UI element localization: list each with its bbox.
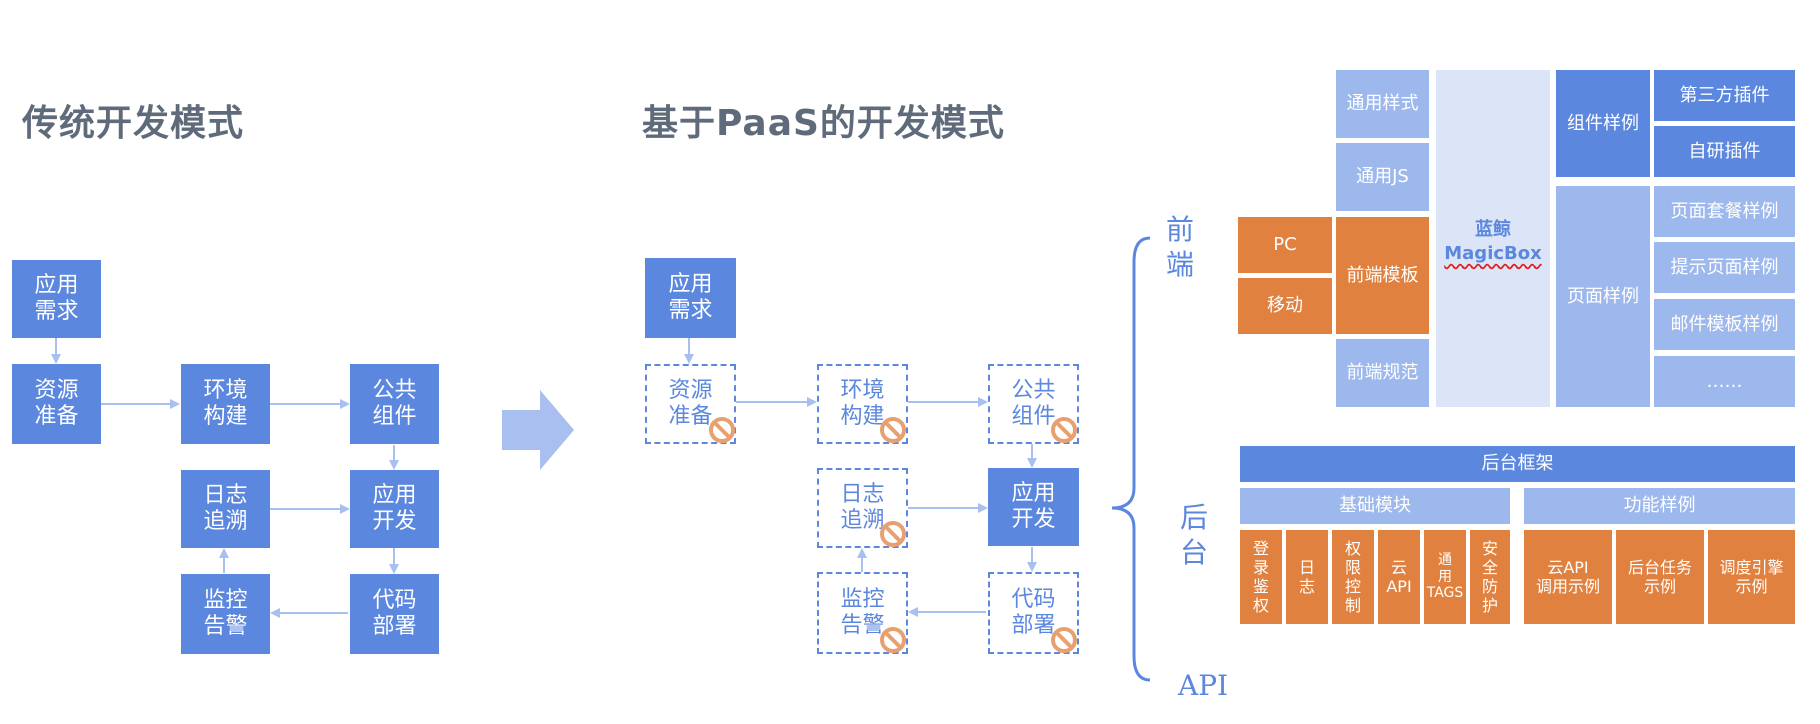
backend-label: 后 台 — [1180, 501, 1209, 569]
be-sample-background-task: 后台任务 示例 — [1616, 530, 1704, 624]
fe-mail-template-sample: 邮件模板样例 — [1654, 299, 1795, 350]
magicbox-label: 蓝鲸 MagicBox — [1436, 218, 1550, 267]
trad-app-dev: 应用 开发 — [350, 470, 439, 548]
trad-env-build: 环境 构建 — [181, 364, 270, 444]
prohibited-icon — [880, 627, 906, 653]
fe-self-dev-plugin: 自研插件 — [1654, 126, 1795, 177]
prohibited-icon — [1051, 627, 1077, 653]
trad-log-trace: 日志 追溯 — [181, 470, 270, 548]
fe-more: …… — [1654, 356, 1795, 407]
magicbox-brand: MagicBox — [1444, 243, 1542, 265]
be-module-tags: 通 用 TAGS — [1424, 530, 1466, 624]
be-module-permission: 权 限 控 制 — [1332, 530, 1374, 624]
fe-pc: PC — [1238, 217, 1332, 273]
trad-code-deploy: 代码 部署 — [350, 574, 439, 654]
fe-spec: 前端规范 — [1336, 339, 1429, 407]
traditional-title: 传统开发模式 — [22, 103, 245, 144]
fe-page-set-sample: 页面套餐样例 — [1654, 186, 1795, 237]
be-module-login-auth: 登 录 鉴 权 — [1240, 530, 1282, 624]
magicbox-name: 蓝鲸 — [1475, 219, 1511, 240]
paas-app-requirement: 应用 需求 — [645, 258, 736, 338]
traditional-arrows — [51, 338, 399, 618]
be-sample-cloud-api: 云API 调用示例 — [1524, 530, 1612, 624]
fe-page-sample: 页面样例 — [1556, 186, 1650, 407]
be-basic-modules: 基础模块 — [1240, 488, 1510, 524]
bracket-brace — [1111, 236, 1151, 682]
api-label: API — [1178, 669, 1229, 702]
paas-app-dev: 应用 开发 — [988, 468, 1079, 546]
trad-common-component: 公共 组件 — [350, 364, 439, 444]
be-module-log: 日 志 — [1286, 530, 1328, 624]
be-module-security: 安 全 防 护 — [1470, 530, 1510, 624]
fe-common-js: 通用JS — [1336, 143, 1429, 211]
magicbox-panel — [1436, 70, 1550, 407]
transition-arrow — [502, 390, 574, 470]
fe-prompt-page-sample: 提示页面样例 — [1654, 242, 1795, 293]
fe-mobile: 移动 — [1238, 278, 1332, 334]
paas-title: 基于PaaS的开发模式 — [642, 103, 1005, 144]
prohibited-icon — [709, 417, 735, 443]
trad-monitor-alert: 监控 告警 — [181, 574, 270, 654]
be-sample-scheduler: 调度引擎 示例 — [1708, 530, 1795, 624]
be-function-samples: 功能样例 — [1524, 488, 1795, 524]
be-module-cloud-api: 云 API — [1378, 530, 1420, 624]
prohibited-icon — [880, 417, 906, 443]
be-framework: 后台框架 — [1240, 446, 1795, 482]
frontend-label: 前 端 — [1166, 213, 1195, 281]
fe-component-sample: 组件样例 — [1556, 70, 1650, 177]
trad-app-requirement: 应用 需求 — [12, 260, 101, 338]
prohibited-icon — [1051, 417, 1077, 443]
prohibited-icon — [880, 521, 906, 547]
fe-template: 前端模板 — [1336, 217, 1429, 334]
fe-common-style: 通用样式 — [1336, 70, 1429, 138]
trad-resource-prep: 资源 准备 — [12, 364, 101, 444]
fe-third-party-plugin: 第三方插件 — [1654, 70, 1795, 121]
paas-arrows — [684, 338, 1037, 617]
